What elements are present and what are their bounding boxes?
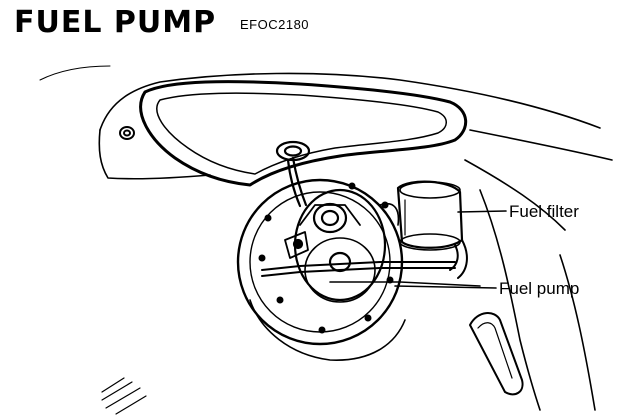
wire-grommet — [275, 140, 311, 208]
figure-code: EFOC2180 — [240, 17, 310, 32]
fuel-hoses — [449, 239, 468, 279]
fuel-filter-leader — [457, 210, 507, 213]
pump-bracket — [261, 261, 481, 287]
page-title: FUEL PUMP — [14, 5, 217, 40]
panel-bolt-hole — [119, 126, 135, 140]
fuel-filter-label: Fuel filter — [509, 202, 579, 221]
body-panel-lines — [39, 65, 613, 411]
fuel-filter-unit — [379, 180, 464, 251]
callout-leaders — [394, 210, 507, 289]
fuel-pump-unit — [284, 188, 387, 303]
access-hole-outline — [139, 80, 468, 187]
fuel-pump-leader — [394, 285, 497, 289]
hatching-lower-left — [101, 377, 147, 415]
body-slot — [469, 312, 524, 396]
fuel-pump-label: Fuel pump — [499, 279, 580, 298]
